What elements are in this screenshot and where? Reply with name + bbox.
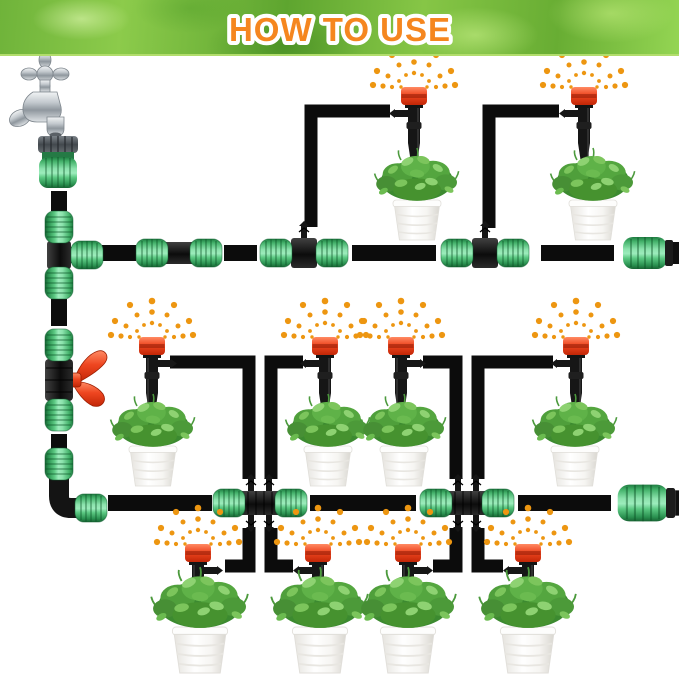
- plant-top-1: [373, 147, 460, 241]
- sprinkler-top-2: [558, 86, 598, 164]
- end-plug-manifold: [616, 483, 679, 523]
- shut-off-valve: [45, 329, 107, 431]
- plant-bottom-4: [478, 566, 577, 674]
- plant-mid-1: [109, 393, 196, 487]
- plant-bottom-1: [150, 566, 249, 674]
- sprinkler-mid-1: [138, 336, 178, 414]
- sprinkler-top-1: [388, 86, 428, 164]
- tube-mid-feed-4: [471, 355, 553, 479]
- plant-top-2: [549, 147, 636, 241]
- tube-mid-feed-1: [170, 355, 256, 479]
- page-title: HOW TO USE: [229, 11, 451, 48]
- cross-barb-connector-1: [213, 474, 307, 532]
- tee-barb-connector-top-2: [441, 221, 529, 268]
- banner-title-svg: HOW TO USE: [225, 7, 454, 52]
- plants-layer: [109, 147, 636, 674]
- plant-bottom-2: [270, 566, 369, 674]
- sprinkler-mid-1-spray: [107, 297, 197, 340]
- straight-connector-top-row: [136, 239, 222, 267]
- plant-mid-3: [360, 393, 447, 487]
- plant-mid-4: [531, 393, 618, 487]
- plant-bottom-3: [358, 566, 457, 674]
- tubing-layer: [51, 104, 614, 573]
- tube-bottom-feed-4: [471, 528, 503, 573]
- tube-bottom-feed-1: [225, 528, 256, 573]
- tube-riser-top-sprinkler-2: [482, 104, 559, 228]
- faucet-quick-connector: [37, 135, 79, 189]
- end-plug-top-row: [622, 236, 679, 270]
- tube-bottom-feed-3: [433, 528, 463, 573]
- banner-grass: HOW TO USE: [0, 0, 679, 56]
- sprinklers-layer: [107, 47, 629, 621]
- tee-connector-left-column: [45, 211, 103, 299]
- elbow-connector: [45, 448, 107, 522]
- tube-mid-feed-2: [264, 355, 303, 479]
- cross-barb-connector-2: [420, 474, 514, 532]
- tube-bottom-feed-2: [264, 528, 293, 573]
- plant-mid-2: [284, 393, 371, 487]
- faucet: [6, 51, 70, 138]
- sprinkler-mid-2: [299, 336, 339, 414]
- tee-barb-connector-top-1: [260, 221, 348, 268]
- tube-riser-top-sprinkler-1: [304, 104, 390, 227]
- sprinkler-mid-3-spray: [356, 297, 446, 340]
- sprinkler-mid-2-spray: [280, 297, 370, 340]
- tube-mid-feed-3: [423, 355, 463, 479]
- sprinkler-mid-3: [387, 336, 427, 414]
- sprinkler-mid-4-spray: [531, 297, 621, 340]
